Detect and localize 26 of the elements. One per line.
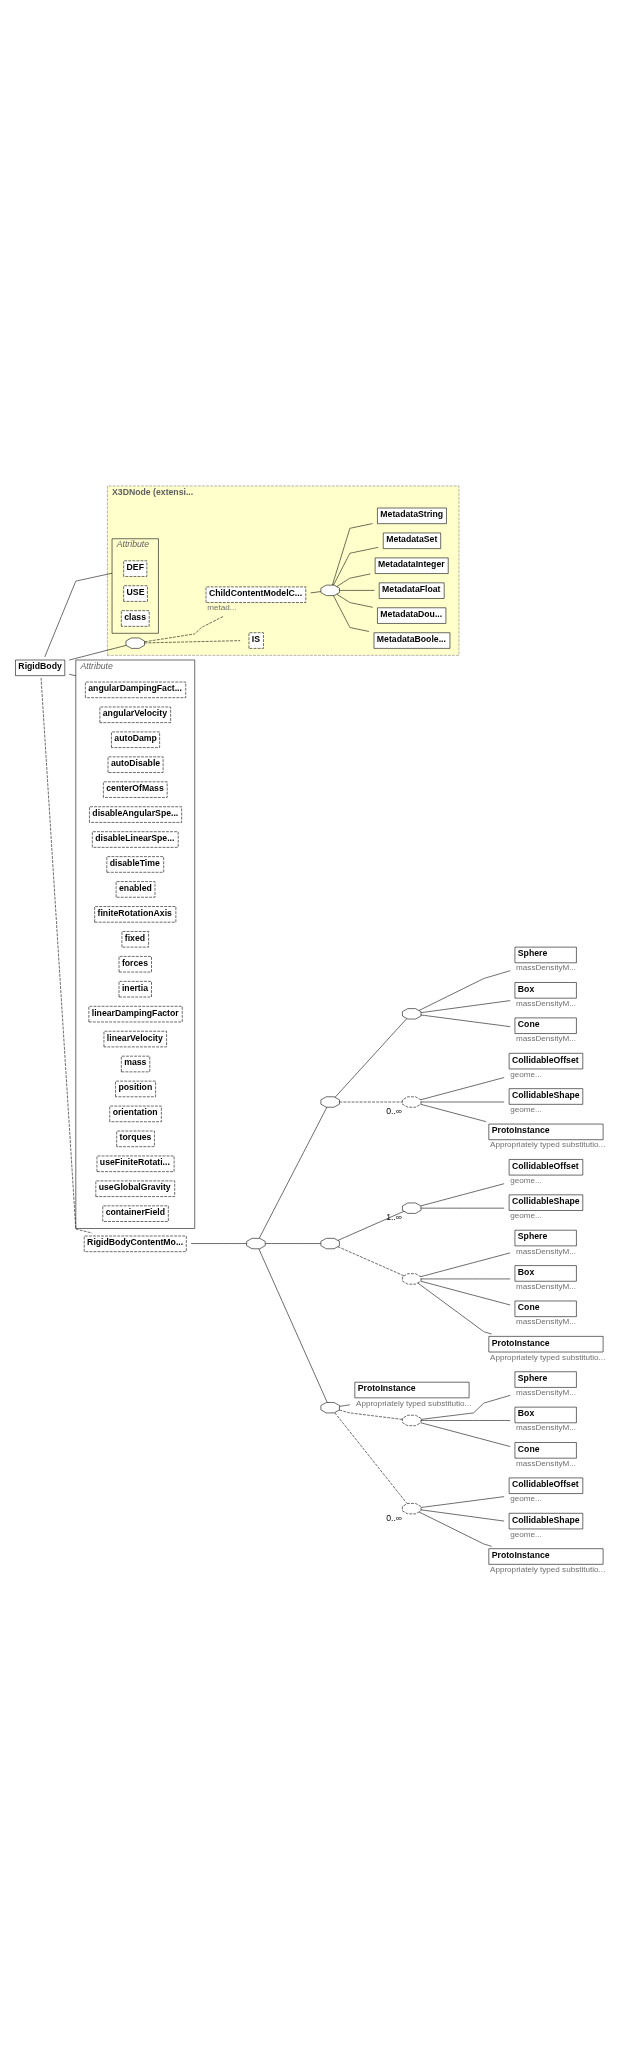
node-octagon [402, 1007, 422, 1019]
node-octagon [320, 584, 340, 596]
connector [420, 1014, 511, 1027]
connector [420, 1422, 511, 1447]
node-label: 1..∞ [386, 1211, 403, 1222]
node-octagon [402, 1096, 422, 1107]
node-octagon [402, 1502, 422, 1514]
node-label: 0..∞ [386, 1105, 403, 1116]
node-octagon [320, 1401, 340, 1413]
node-octagon [125, 637, 145, 649]
node-octagon [320, 1237, 340, 1249]
node-octagon [246, 1237, 266, 1249]
connector [144, 639, 241, 643]
node-octagon [402, 1414, 422, 1426]
connector [420, 1419, 511, 1421]
connector [418, 969, 511, 1011]
node-octagon [402, 1272, 422, 1284]
node-label: 0..∞ [386, 1512, 403, 1523]
connector [420, 999, 511, 1013]
connector [339, 1404, 351, 1407]
node-octagon [320, 1096, 340, 1107]
node-octagon [402, 1202, 422, 1214]
connector [420, 1394, 511, 1420]
connector [40, 677, 93, 1233]
connector [144, 615, 225, 642]
connector [339, 589, 375, 591]
